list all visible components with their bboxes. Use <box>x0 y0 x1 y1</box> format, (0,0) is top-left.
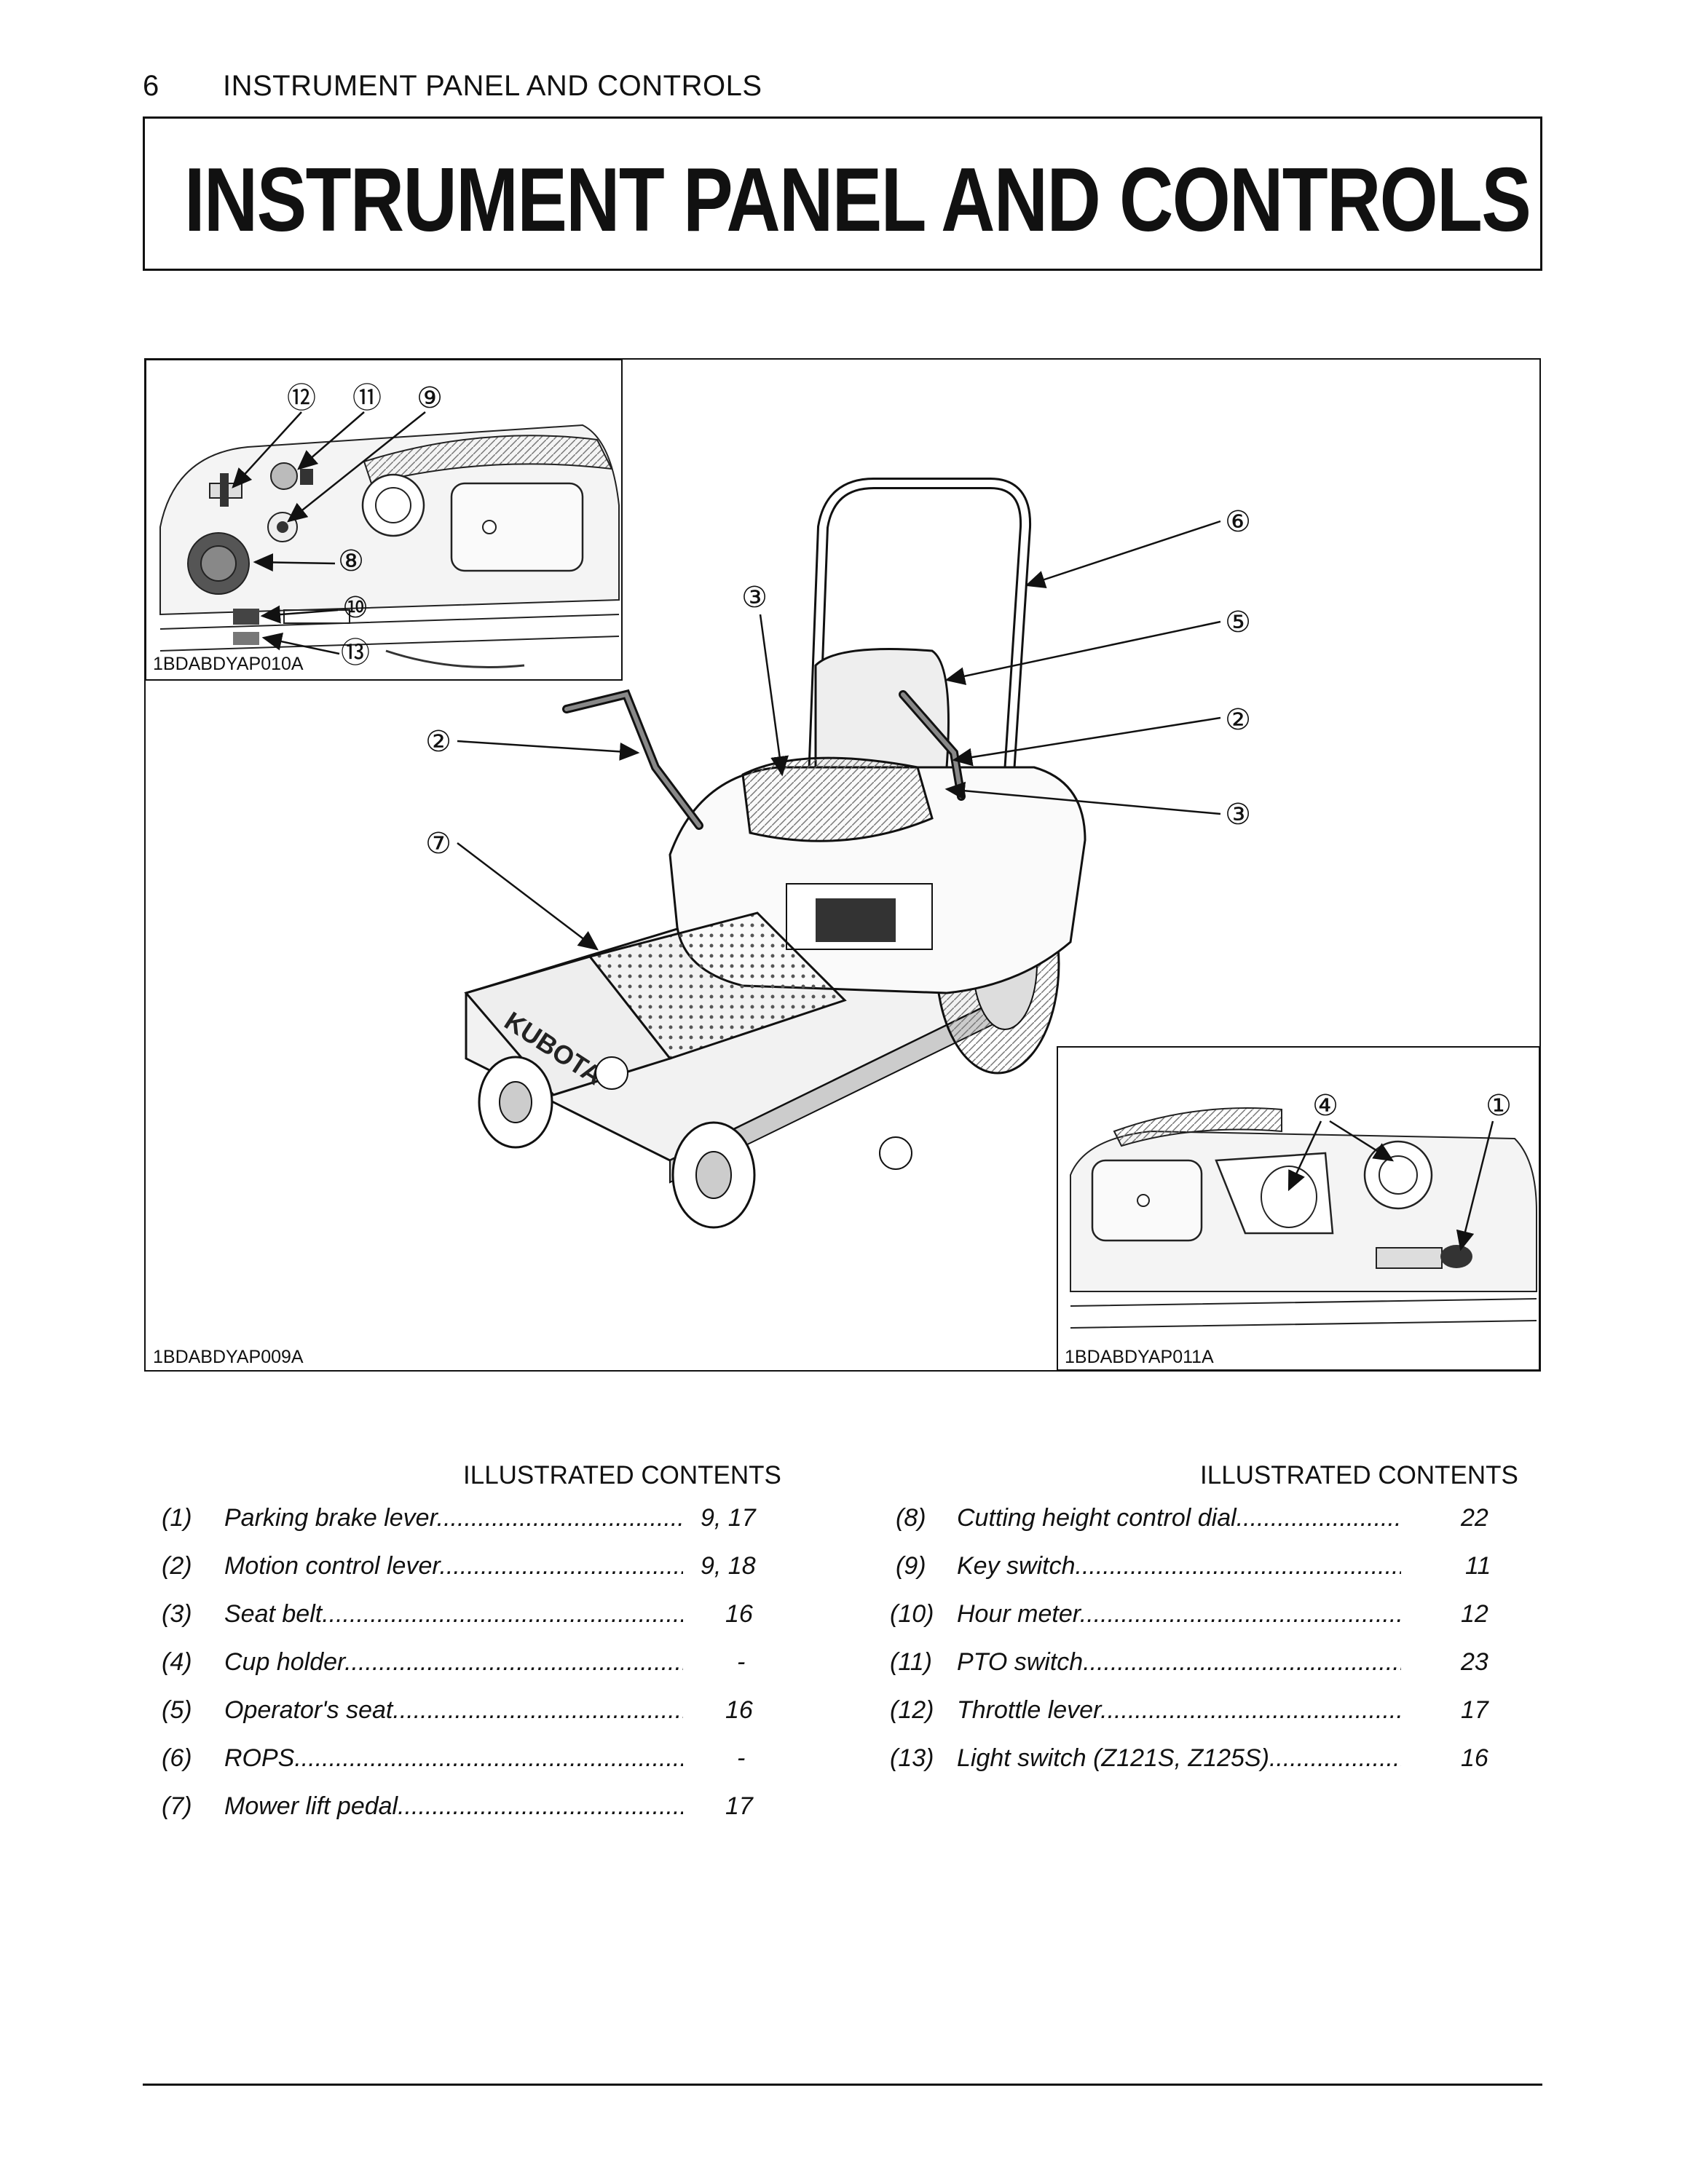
inset-top-left-caption: 1BDABDYAP010A <box>153 654 304 674</box>
item-label: Cutting height control dial.............… <box>957 1504 1401 1532</box>
list-item: (8) Cutting height control dial.........… <box>896 1504 1537 1542</box>
item-page: 9, 18 <box>701 1552 756 1580</box>
item-label: Hour meter..............................… <box>957 1600 1401 1628</box>
item-number: (6) <box>162 1744 192 1772</box>
contents-heading-right: ILLUSTRATED CONTENTS <box>1200 1461 1518 1489</box>
callout-11: ⑪ <box>352 381 382 415</box>
item-label: Parking brake lever.....................… <box>224 1504 683 1532</box>
callout-6: ⑥ <box>1225 505 1251 539</box>
callout-13: ⑬ <box>341 636 370 670</box>
main-caption: 1BDABDYAP009A <box>153 1347 304 1367</box>
list-item: (2) Motion control lever................… <box>162 1552 773 1590</box>
item-number: (3) <box>162 1600 192 1628</box>
item-number: (7) <box>162 1792 192 1820</box>
item-number: (10) <box>890 1600 934 1628</box>
list-item: (13) Light switch (Z121S, Z125S)........… <box>890 1744 1537 1782</box>
list-item: (7) Mower lift pedal....................… <box>162 1792 773 1830</box>
item-label: Throttle lever..........................… <box>957 1696 1401 1724</box>
callout-4: ④ <box>1312 1089 1338 1123</box>
item-number: (9) <box>896 1552 926 1580</box>
item-page: 16 <box>725 1600 753 1628</box>
list-item: (6) ROPS................................… <box>162 1744 773 1782</box>
item-page: 23 <box>1461 1648 1488 1676</box>
callout-5: ⑤ <box>1225 606 1251 639</box>
item-number: (11) <box>890 1648 932 1676</box>
running-title: INSTRUMENT PANEL AND CONTROLS <box>223 70 762 102</box>
section-title: INSTRUMENT PANEL AND CONTROLS <box>184 150 1531 250</box>
inset-top-left: ⑫ ⑪ ⑨ ⑧ ⑩ ⑬ 1BDABDYAP010A <box>146 360 623 681</box>
list-item: (5) Operator's seat.....................… <box>162 1696 773 1734</box>
item-number: (4) <box>162 1648 192 1676</box>
section-title-box: INSTRUMENT PANEL AND CONTROLS <box>143 116 1542 271</box>
item-number: (12) <box>890 1696 934 1724</box>
list-item: (1) Parking brake lever.................… <box>162 1504 773 1542</box>
item-number: (13) <box>890 1744 934 1772</box>
list-item: (3) Seat belt...........................… <box>162 1600 773 1638</box>
item-label: Seat belt...............................… <box>224 1600 683 1628</box>
list-item: (4) Cup holder..........................… <box>162 1648 773 1686</box>
footer-rule <box>143 2084 1542 2086</box>
callout-7: ⑦ <box>425 827 451 860</box>
callout-12: ⑫ <box>287 381 316 415</box>
item-label: Motion control lever....................… <box>224 1552 683 1580</box>
item-page: 16 <box>725 1696 753 1724</box>
callout-9: ⑨ <box>417 381 443 415</box>
running-header: 6 INSTRUMENT PANEL AND CONTROLS <box>143 70 762 103</box>
item-label: Key switch..............................… <box>957 1552 1401 1580</box>
item-page: 16 <box>1461 1744 1488 1772</box>
item-page: - <box>737 1744 746 1772</box>
page-number: 6 <box>143 70 159 102</box>
list-item: (12) Throttle lever.....................… <box>890 1696 1537 1734</box>
list-item: (10) Hour meter.........................… <box>890 1600 1537 1638</box>
contents-heading-left: ILLUSTRATED CONTENTS <box>463 1461 781 1489</box>
inset-bottom-right-caption: 1BDABDYAP011A <box>1065 1347 1214 1367</box>
mower-main: KUBOTA ⑥ ⑤ ③ ② ② ③ ⑦ <box>153 478 1251 1367</box>
item-page: 9, 17 <box>701 1504 756 1532</box>
callout-3-left: ③ <box>741 581 768 614</box>
item-label: Light switch (Z121S, Z125S).............… <box>957 1744 1401 1772</box>
item-number: (1) <box>162 1504 192 1532</box>
callout-8: ⑧ <box>338 545 364 578</box>
item-label: Mower lift pedal........................… <box>224 1792 683 1820</box>
item-page: 17 <box>725 1792 753 1820</box>
inset-bottom-right: ④ ① 1BDABDYAP011A <box>1057 1046 1539 1370</box>
item-page: 11 <box>1465 1552 1491 1580</box>
item-page: - <box>737 1648 746 1676</box>
mower-illustration: ⑫ ⑪ ⑨ ⑧ ⑩ ⑬ 1BDABDYAP010A <box>144 358 1541 1372</box>
item-label: Operator's seat.........................… <box>224 1696 683 1724</box>
mower-drawing: ⑫ ⑪ ⑨ ⑧ ⑩ ⑬ 1BDABDYAP010A <box>146 360 1539 1370</box>
callout-2-left: ② <box>425 725 451 759</box>
item-number: (8) <box>896 1504 926 1532</box>
item-page: 22 <box>1461 1504 1488 1532</box>
list-item: (9) Key switch..........................… <box>896 1552 1537 1590</box>
item-label: Cup holder..............................… <box>224 1648 683 1676</box>
item-page: 12 <box>1461 1600 1488 1628</box>
callout-2-right: ② <box>1225 703 1251 737</box>
item-label: ROPS....................................… <box>224 1744 683 1772</box>
item-number: (5) <box>162 1696 192 1724</box>
list-item: (11) PTO switch.........................… <box>890 1648 1537 1686</box>
item-label: PTO switch..............................… <box>957 1648 1401 1676</box>
callout-3-right: ③ <box>1225 798 1251 831</box>
item-number: (2) <box>162 1552 192 1580</box>
item-page: 17 <box>1461 1696 1488 1724</box>
callout-1: ① <box>1486 1089 1512 1123</box>
callout-10: ⑩ <box>342 591 368 625</box>
